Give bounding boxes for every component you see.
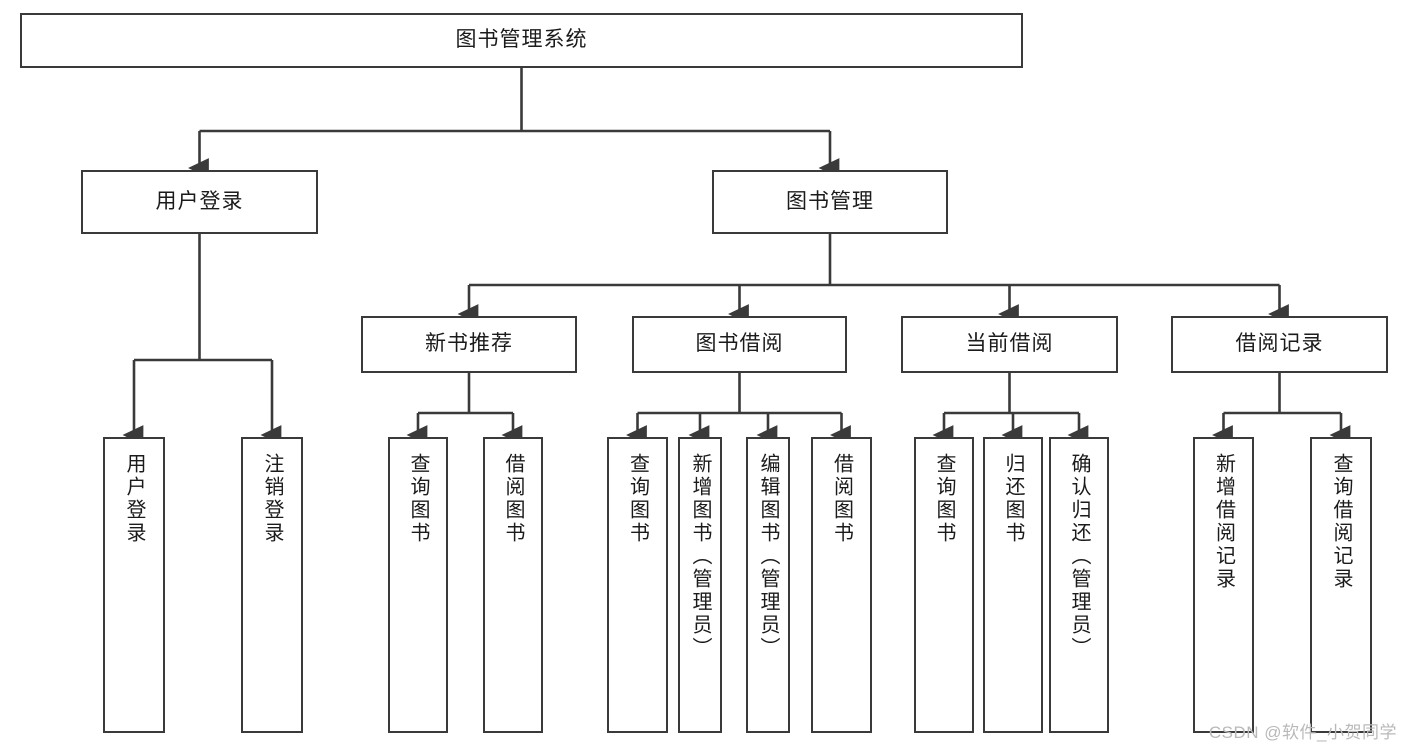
node-leaf-logout: 注销登录	[241, 437, 303, 733]
node-leaf-query-book-3: 查询图书	[914, 437, 974, 733]
node-label-leaf-edit-book: 编辑图书（管理员）	[757, 453, 779, 660]
node-label-leaf-query-book-3: 查询图书	[933, 453, 955, 545]
node-label-leaf-query-book-1: 查询图书	[407, 453, 429, 545]
node-leaf-add-book: 新增图书（管理员）	[678, 437, 722, 733]
node-root: 图书管理系统	[20, 13, 1023, 68]
node-leaf-add-record: 新增借阅记录	[1193, 437, 1254, 733]
node-label-new-book-rec: 新书推荐	[425, 332, 513, 356]
node-book-manage: 图书管理	[712, 170, 948, 234]
node-label-book-borrow: 图书借阅	[695, 332, 784, 356]
node-label-borrow-record: 借阅记录	[1235, 332, 1324, 356]
node-borrow-record: 借阅记录	[1171, 316, 1388, 373]
node-leaf-query-record: 查询借阅记录	[1310, 437, 1372, 733]
node-label-leaf-borrow-book-2: 借阅图书	[830, 453, 853, 545]
node-label-leaf-borrow-book-1: 借阅图书	[502, 453, 524, 545]
node-label-current-borrow: 当前借阅	[965, 332, 1054, 356]
node-user-login: 用户登录	[81, 170, 318, 234]
node-leaf-borrow-book-1: 借阅图书	[483, 437, 543, 733]
node-label-leaf-query-book-2: 查询图书	[626, 453, 649, 545]
node-label-user-login: 用户登录	[155, 189, 244, 213]
watermark: CSDN @软件_小贺同学	[1208, 723, 1397, 742]
node-label-book-manage: 图书管理	[786, 189, 874, 213]
node-leaf-edit-book: 编辑图书（管理员）	[746, 437, 790, 733]
node-label-leaf-return-book: 归还图书	[1002, 453, 1024, 545]
node-label-leaf-query-record: 查询借阅记录	[1330, 453, 1352, 591]
node-leaf-query-book-1: 查询图书	[388, 437, 448, 733]
node-label-leaf-logout: 注销登录	[261, 453, 283, 545]
node-leaf-borrow-book-2: 借阅图书	[811, 437, 872, 733]
node-label-leaf-add-book: 新增图书（管理员）	[689, 453, 711, 660]
node-leaf-confirm-return: 确认归还（管理员）	[1049, 437, 1109, 733]
node-book-borrow: 图书借阅	[632, 316, 847, 373]
node-new-book-rec: 新书推荐	[361, 316, 577, 373]
node-label-leaf-add-record: 新增借阅记录	[1212, 453, 1235, 591]
node-label-root: 图书管理系统	[455, 28, 588, 52]
node-leaf-return-book: 归还图书	[983, 437, 1043, 733]
node-label-leaf-user-login: 用户登录	[123, 453, 145, 545]
node-label-leaf-confirm-return: 确认归还（管理员）	[1068, 453, 1090, 660]
node-leaf-query-book-2: 查询图书	[607, 437, 668, 733]
node-current-borrow: 当前借阅	[901, 316, 1118, 373]
node-leaf-user-login: 用户登录	[103, 437, 165, 733]
